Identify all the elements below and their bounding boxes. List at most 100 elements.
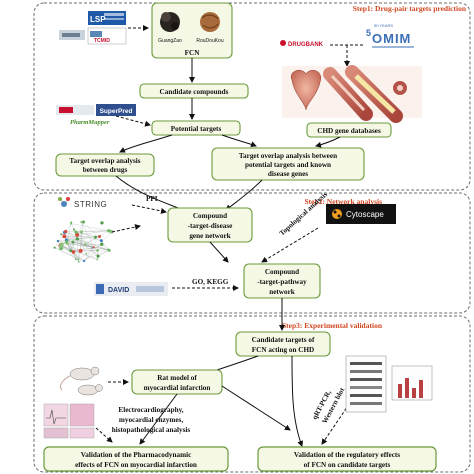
network-node (107, 229, 111, 233)
candidate-compounds-box (139, 83, 249, 99)
network-edge (67, 243, 94, 248)
fcn-label: FCN (185, 49, 201, 57)
superpred-logo: SuperPred (56, 104, 136, 116)
arrow-blot-to-regulatory (321, 399, 353, 445)
svg-text:50 YEARS: 50 YEARS (374, 23, 393, 28)
network-node (72, 228, 76, 231)
network-edge (67, 222, 72, 244)
network-edge (60, 245, 98, 260)
svg-text:5: 5 (366, 28, 371, 38)
lsp-logo: LSP (88, 11, 126, 25)
network-edge (98, 250, 110, 257)
regulatory-line1: Validation of the regulatory effects (294, 451, 400, 459)
pcr-chart-image (391, 365, 433, 401)
tcmid-logo: TCMID (59, 27, 127, 45)
svg-text:DRUGBANK: DRUGBANK (288, 42, 324, 48)
svg-text:DAVID: DAVID (108, 287, 129, 294)
network-node (94, 235, 97, 239)
string-logo: STRING (58, 197, 107, 209)
network-node (96, 254, 100, 258)
network-node (92, 246, 95, 249)
network-node (96, 258, 99, 261)
svg-text:Cytoscape: Cytoscape (346, 210, 384, 219)
pharmmapper-logo: PharmMapper (70, 119, 110, 126)
network-edge (84, 250, 98, 262)
step3-title: Step3: Experimental validation (282, 321, 383, 330)
network-edge (61, 234, 109, 251)
overlap-drugs-line1: Target overlap analysis (69, 157, 140, 165)
network-node (79, 230, 84, 234)
candidate-targets-line1: Candidate targets of (252, 336, 315, 344)
chd-gene-databases-label: CHD gene databases (317, 127, 381, 135)
network-node (99, 239, 103, 243)
network-node (80, 220, 83, 224)
network-node (70, 222, 73, 225)
ctp-line3: network (269, 288, 295, 296)
pharmacodynamic-line2: effects of FCN on myocardial infarction (75, 461, 197, 469)
network-edge (72, 241, 94, 248)
candidate-targets-box (235, 331, 331, 357)
arrow-rat-to-pharmacodynamic (139, 393, 178, 445)
ctd-line3: gene network (189, 232, 230, 240)
heart-artery-illustration (282, 65, 422, 123)
network-node (60, 233, 63, 236)
network-node (107, 248, 111, 252)
network-edge (60, 245, 81, 251)
network-node (71, 240, 75, 244)
network-edge (71, 223, 109, 231)
western-blot-image (345, 355, 387, 413)
potential-targets-box (151, 120, 241, 136)
arrow-chd-to-overlap-disease (315, 136, 341, 148)
network-edge (73, 250, 98, 253)
network-edge (77, 230, 109, 235)
arrow-rat-to-regulatory (221, 385, 291, 431)
network-node (77, 258, 80, 261)
network-node (59, 242, 64, 247)
network-node (77, 260, 80, 263)
network-node (75, 232, 80, 237)
cytoscape-logo: Cytoscape (326, 204, 396, 224)
potential-targets-label: Potential targets (171, 125, 222, 133)
svg-text:LSP: LSP (90, 15, 106, 24)
svg-text:SuperPred: SuperPred (100, 108, 133, 115)
overlap-disease-line1: Target overlap analysis between (239, 152, 337, 160)
network-node (109, 229, 114, 234)
network-edge (78, 250, 110, 262)
ctd-line1: Compound (193, 212, 227, 220)
rat-illustration (59, 366, 103, 396)
network-node (96, 248, 100, 252)
david-logo: DAVID (94, 282, 168, 296)
go-kegg-label: GO, KEGG (192, 278, 229, 286)
step3-panel (33, 315, 471, 473)
overlap-drugs-box (55, 153, 155, 177)
network-node (65, 240, 69, 244)
network-node (83, 243, 87, 246)
arrow-candidates-to-regulatory (291, 355, 304, 447)
network-node (71, 250, 76, 254)
network-edge (86, 244, 102, 254)
ctp-line2: -target-pathway (257, 278, 307, 286)
step2-title: Step2: Network analysis (304, 197, 382, 206)
omim-logo: 5 50 YEARS OMIM (366, 23, 414, 48)
rat-model-line2: myocardial infarction (144, 384, 211, 392)
roudoukou-label: RouDouKou (196, 38, 223, 44)
network-node (70, 221, 73, 224)
network-node (85, 252, 88, 255)
network-node (75, 237, 79, 241)
network-edge (64, 236, 86, 245)
network-edge (85, 237, 96, 245)
guangzao-herb-image (160, 12, 180, 32)
assays-line3: histopathological analysis (112, 426, 191, 434)
network-node (56, 239, 60, 243)
overlap-disease-line3: disease genes (268, 170, 308, 178)
network-node (74, 258, 77, 261)
overlap-disease-line2: potential targets and known (245, 161, 331, 169)
arrow-assays-to-pharmacodynamic (95, 427, 113, 443)
candidate-compounds-label: Candidate compounds (160, 88, 229, 96)
assays-line2: myocardial enzymes, (119, 416, 183, 424)
arrow-tools-to-targets (115, 115, 151, 127)
svg-text:PharmMapper: PharmMapper (70, 119, 110, 126)
network-node (100, 242, 104, 246)
ecg-histology-images (43, 403, 95, 439)
